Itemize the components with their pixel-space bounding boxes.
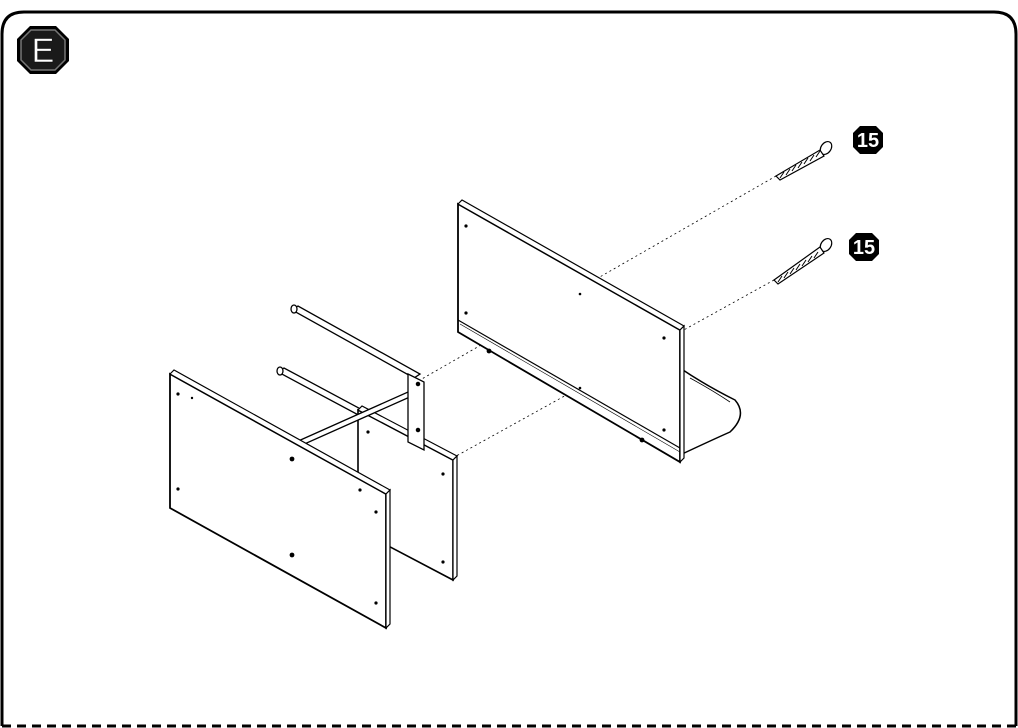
screw-lower <box>773 237 833 285</box>
part-callout-upper: 15 <box>853 126 883 154</box>
part-callout-lower: 15 <box>849 233 879 261</box>
bottom-shelf <box>679 366 742 457</box>
screw-upper <box>775 140 833 181</box>
step-badge: E <box>17 26 69 74</box>
part-callout-number: 15 <box>857 130 879 152</box>
back-panel <box>457 199 685 464</box>
step-letter: E <box>32 32 55 70</box>
top-rail <box>294 372 425 452</box>
part-callout-number: 15 <box>853 237 875 259</box>
dowel-rods <box>276 304 422 419</box>
side-panel <box>169 369 391 630</box>
instruction-frame <box>0 10 1018 728</box>
